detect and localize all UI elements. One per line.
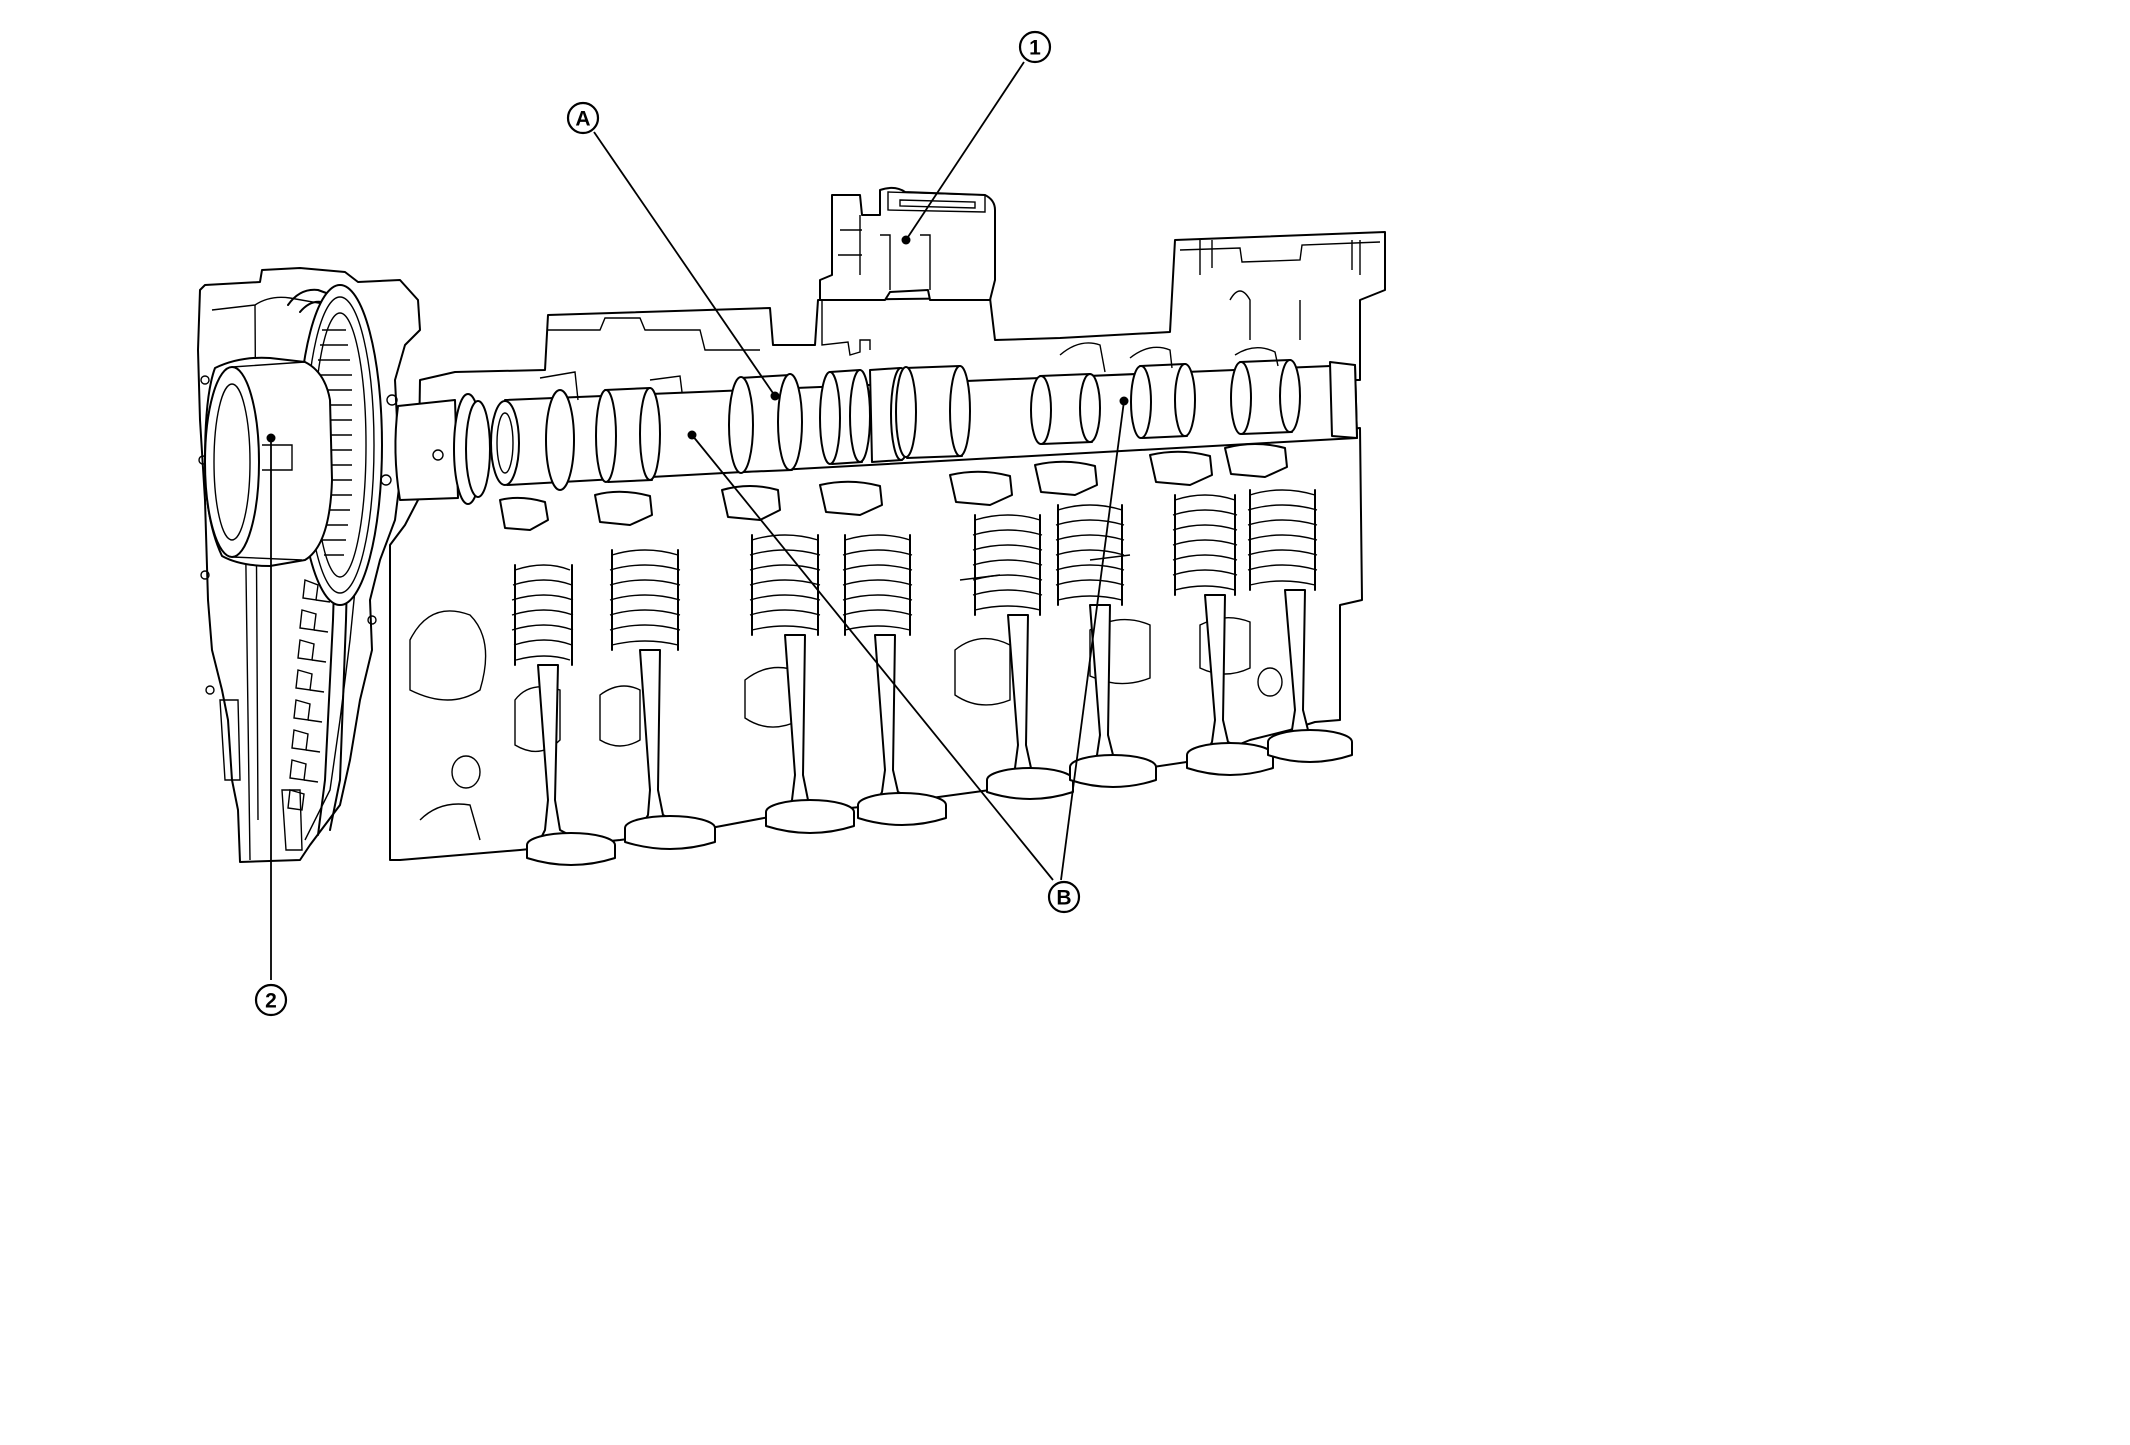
leader-dot-a bbox=[770, 391, 780, 401]
leader-line-1 bbox=[905, 61, 1025, 241]
valve bbox=[1224, 443, 1353, 763]
callout-2-label: 2 bbox=[265, 990, 277, 1013]
leader-line-a bbox=[593, 131, 776, 397]
callout-a-label: A bbox=[575, 108, 590, 131]
camshaft bbox=[394, 342, 1358, 505]
callout-b-label: B bbox=[1056, 887, 1071, 910]
leader-dot-1 bbox=[901, 235, 911, 245]
valve bbox=[1034, 460, 1157, 788]
valve-timing-control-actuator bbox=[204, 356, 333, 567]
callout-1: 1 bbox=[1018, 30, 1052, 64]
cylinder-head-camshaft-diagram: 1 A B 2 bbox=[197, 30, 1386, 1017]
valve bbox=[594, 490, 716, 850]
valve bbox=[819, 480, 947, 826]
callout-b: B bbox=[1047, 880, 1081, 914]
leader-dot-2 bbox=[266, 433, 276, 443]
callout-a: A bbox=[566, 101, 600, 135]
leader-lines bbox=[266, 61, 1129, 980]
valve bbox=[949, 470, 1074, 800]
valve bbox=[499, 496, 616, 866]
valve-train bbox=[499, 443, 1353, 866]
valve bbox=[1149, 450, 1274, 776]
leader-line-b-rear bbox=[1060, 400, 1125, 881]
valve bbox=[721, 485, 855, 834]
leader-dot-b-front bbox=[687, 430, 697, 440]
leader-dot-b-rear bbox=[1119, 396, 1129, 406]
callout-1-label: 1 bbox=[1029, 37, 1041, 60]
leader-line-b-front bbox=[691, 434, 1054, 881]
callout-2: 2 bbox=[254, 983, 288, 1017]
